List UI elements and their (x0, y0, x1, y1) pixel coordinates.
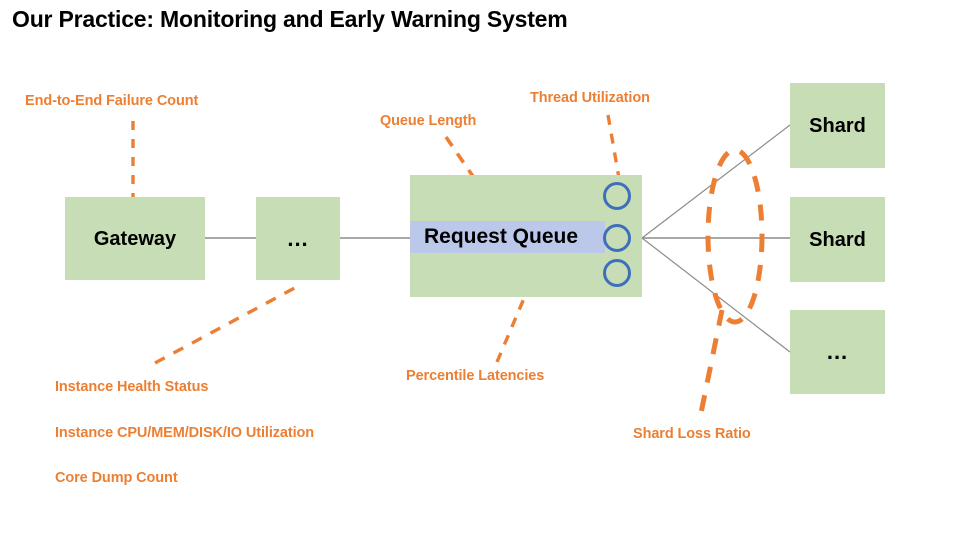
annotation-shard-loss-ratio: Shard Loss Ratio (633, 426, 751, 442)
thread-circle-icon-2[interactable] (603, 224, 631, 252)
annotation-instance-resource-utilization: Instance CPU/MEM/DISK/IO Utilization (55, 425, 315, 441)
shard-loss-highlight-ellipse (705, 147, 765, 325)
annotation-end-to-end-failure-count: End-to-End Failure Count (25, 93, 199, 109)
thread-circle-icon-3[interactable] (603, 259, 631, 287)
leader-percentile-latencies (495, 295, 527, 363)
node-shard-1-label: Shard (809, 114, 866, 137)
annotation-queue-length: Queue Length (380, 113, 477, 129)
annotation-core-dump-count: Core Dump Count (55, 470, 178, 486)
annotation-percentile-latencies: Percentile Latencies (406, 368, 545, 384)
node-request-queue[interactable]: Request Queue (410, 175, 642, 297)
node-shard-ellipsis-label: ... (826, 339, 849, 364)
node-gateway[interactable]: Gateway (65, 197, 205, 280)
thread-circle-icon-1[interactable] (603, 182, 631, 210)
leader-shard-loss-ratio (697, 309, 725, 419)
leader-thread-utilization (606, 114, 622, 185)
request-queue-band: Request Queue (410, 221, 605, 253)
node-middle-ellipsis[interactable]: ... (256, 197, 340, 280)
annotation-instance-health-status: Instance Health Status (55, 379, 209, 395)
node-gateway-label: Gateway (93, 227, 177, 250)
node-shard-1[interactable]: Shard (790, 83, 885, 168)
leader-instance-metrics (154, 282, 303, 365)
node-shard-2[interactable]: Shard (790, 197, 885, 282)
page-title: Our Practice: Monitoring and Early Warni… (12, 6, 568, 32)
annotation-thread-utilization: Thread Utilization (530, 90, 650, 106)
node-middle-ellipsis-label: ... (287, 225, 309, 251)
node-shard-2-label: Shard (809, 228, 866, 251)
node-request-queue-label: Request Queue (424, 225, 579, 248)
node-shard-ellipsis[interactable]: ... (790, 310, 885, 394)
